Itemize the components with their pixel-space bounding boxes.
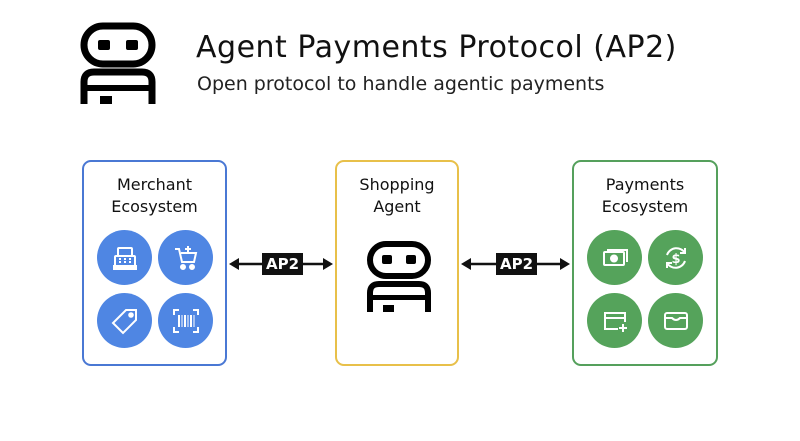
barcode-icon (158, 293, 213, 348)
merchant-ecosystem-box: Merchant Ecosystem (82, 160, 227, 366)
robot-logo-icon (80, 22, 156, 104)
wallet-icon (648, 293, 703, 348)
payments-ecosystem-box: Payments Ecosystem $ (572, 160, 718, 366)
merchant-label-line1: Merchant (116, 175, 193, 194)
cash-register-icon (97, 230, 152, 285)
price-tag-icon (97, 293, 152, 348)
page-title: Agent Payments Protocol (AP2) (196, 30, 677, 65)
shopping-label-line2: Agent (373, 197, 421, 216)
robot-agent-icon (367, 241, 431, 312)
payments-label-line1: Payments (605, 175, 685, 194)
shopping-agent-box: Shopping Agent (335, 160, 459, 366)
payments-label-line2: Ecosystem (601, 197, 689, 216)
add-card-icon (587, 293, 642, 348)
banknote-icon (587, 230, 642, 285)
shopping-agent-label: Shopping Agent (337, 174, 457, 218)
page-subtitle: Open protocol to handle agentic payments (197, 73, 605, 95)
recurring-dollar-icon: $ (648, 230, 703, 285)
ap2-badge-right: AP2 (496, 253, 538, 275)
svg-text:$: $ (671, 252, 680, 267)
merchant-label-line2: Ecosystem (111, 197, 198, 216)
payments-ecosystem-label: Payments Ecosystem (574, 174, 716, 218)
ap2-badge-left: AP2 (262, 253, 304, 275)
merchant-ecosystem-label: Merchant Ecosystem (84, 174, 225, 218)
shopping-label-line1: Shopping (359, 175, 435, 194)
add-to-cart-icon (158, 230, 213, 285)
